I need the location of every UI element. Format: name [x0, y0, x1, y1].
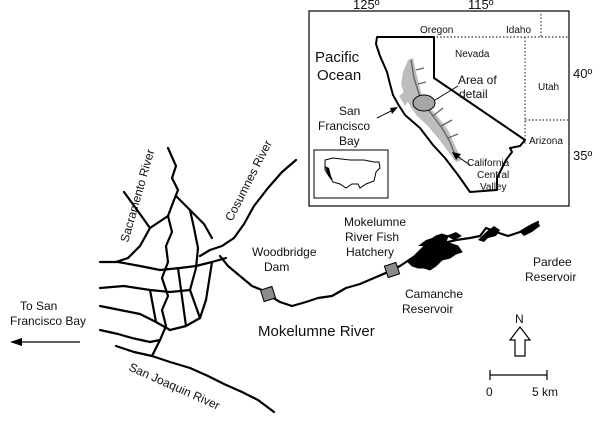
- hatchery-label-2: River Fish: [345, 230, 399, 244]
- lat-40: 40º: [573, 66, 592, 81]
- hatchery-label-1: Mokelumne: [344, 215, 406, 229]
- camanche-label-1: Camanche: [405, 287, 463, 301]
- delta-link-2: [188, 260, 214, 320]
- inset-map: 125º 115º 40º 35º Pacific Ocean Oregon I…: [308, 0, 592, 207]
- area-of-detail-ellipse: [412, 94, 436, 112]
- usa-outline: [324, 157, 381, 189]
- valley-arrow-line: [456, 155, 471, 166]
- north-label: N: [515, 312, 524, 326]
- valley-arrowhead: [452, 152, 461, 160]
- valley-label-3: Valley: [480, 182, 507, 193]
- main-map: [98, 146, 540, 414]
- sacramento-tributary-2: [188, 208, 214, 240]
- lon-115: 115º: [468, 0, 494, 12]
- state-utah: Utah: [538, 82, 559, 93]
- pardee-label-2: Reservoir: [525, 270, 576, 284]
- delta-channel-2: [98, 284, 192, 294]
- delta-link-1: [148, 288, 158, 324]
- central-valley-bay: [399, 92, 409, 106]
- to-bay-label-1: To San: [20, 299, 57, 313]
- bay-label-3: Bay: [339, 134, 360, 148]
- mokelumne-river-label: Mokelumne River: [258, 323, 375, 340]
- mokelumne-river-line: [218, 242, 438, 308]
- pardee-label-1: Pardee: [533, 255, 572, 269]
- pardee-reservoir-arm: [520, 222, 540, 236]
- valley-label-1: California: [467, 158, 510, 169]
- sacramento-branch-east: [174, 194, 200, 292]
- camanche-arm-1: [418, 238, 432, 246]
- san-joaquin-river-line: [114, 344, 276, 414]
- state-idaho: Idaho: [506, 25, 531, 36]
- san-joaquin-river-label: San Joaquin River: [127, 360, 222, 413]
- delta-channel-4: [98, 328, 162, 344]
- camanche-arm-2: [446, 232, 462, 240]
- bay-arrowhead: [390, 107, 398, 114]
- to-bay-label-2: Francisco Bay: [10, 314, 86, 328]
- state-nevada: Nevada: [455, 49, 490, 60]
- lon-125: 125º: [353, 0, 380, 12]
- state-oregon: Oregon: [420, 25, 453, 36]
- bay-label-1: San: [339, 104, 360, 118]
- scale-end: 5 km: [532, 385, 558, 399]
- hatchery-label-3: Hatchery: [346, 245, 394, 259]
- to-bay-arrowhead: [10, 338, 22, 346]
- cosumnes-river-label: Cosumnes River: [222, 138, 275, 223]
- san-joaquin-link: [150, 338, 162, 358]
- area-leader: [434, 85, 459, 101]
- scale-start: 0: [486, 385, 493, 399]
- camanche-label-2: Reservoir: [402, 302, 453, 316]
- ocean-label-1: Pacific: [315, 49, 360, 66]
- ocean-label-2: Ocean: [317, 67, 361, 84]
- usa-california-highlight: [325, 166, 333, 180]
- pardee-reservoir: [478, 226, 500, 242]
- valley-label-2: Central: [477, 170, 509, 181]
- hatchery-marker: [383, 261, 401, 279]
- cosumnes-river-line: [198, 158, 298, 258]
- woodbridge-dam-marker: [259, 285, 277, 303]
- sacramento-river-line: [158, 146, 180, 342]
- delta-channel-1: [98, 256, 228, 272]
- bay-arrow-line: [376, 109, 394, 119]
- inset-rivers: [410, 59, 459, 156]
- sacramento-tributary: [122, 190, 152, 230]
- area-label-1: Area of: [458, 73, 497, 87]
- woodbridge-label-1: Woodbridge: [252, 245, 317, 259]
- sacramento-branch-west: [114, 214, 170, 264]
- lat-35: 35º: [573, 148, 592, 163]
- bay-label-2: Francisco: [318, 119, 370, 133]
- area-label-2: detail: [459, 87, 488, 101]
- woodbridge-label-2: Dam: [264, 260, 289, 274]
- sacramento-river-label: Sacramento River: [117, 148, 157, 244]
- north-arrow-icon: [508, 326, 532, 357]
- state-arizona: Arizona: [529, 136, 563, 147]
- delta-link-3: [176, 266, 188, 328]
